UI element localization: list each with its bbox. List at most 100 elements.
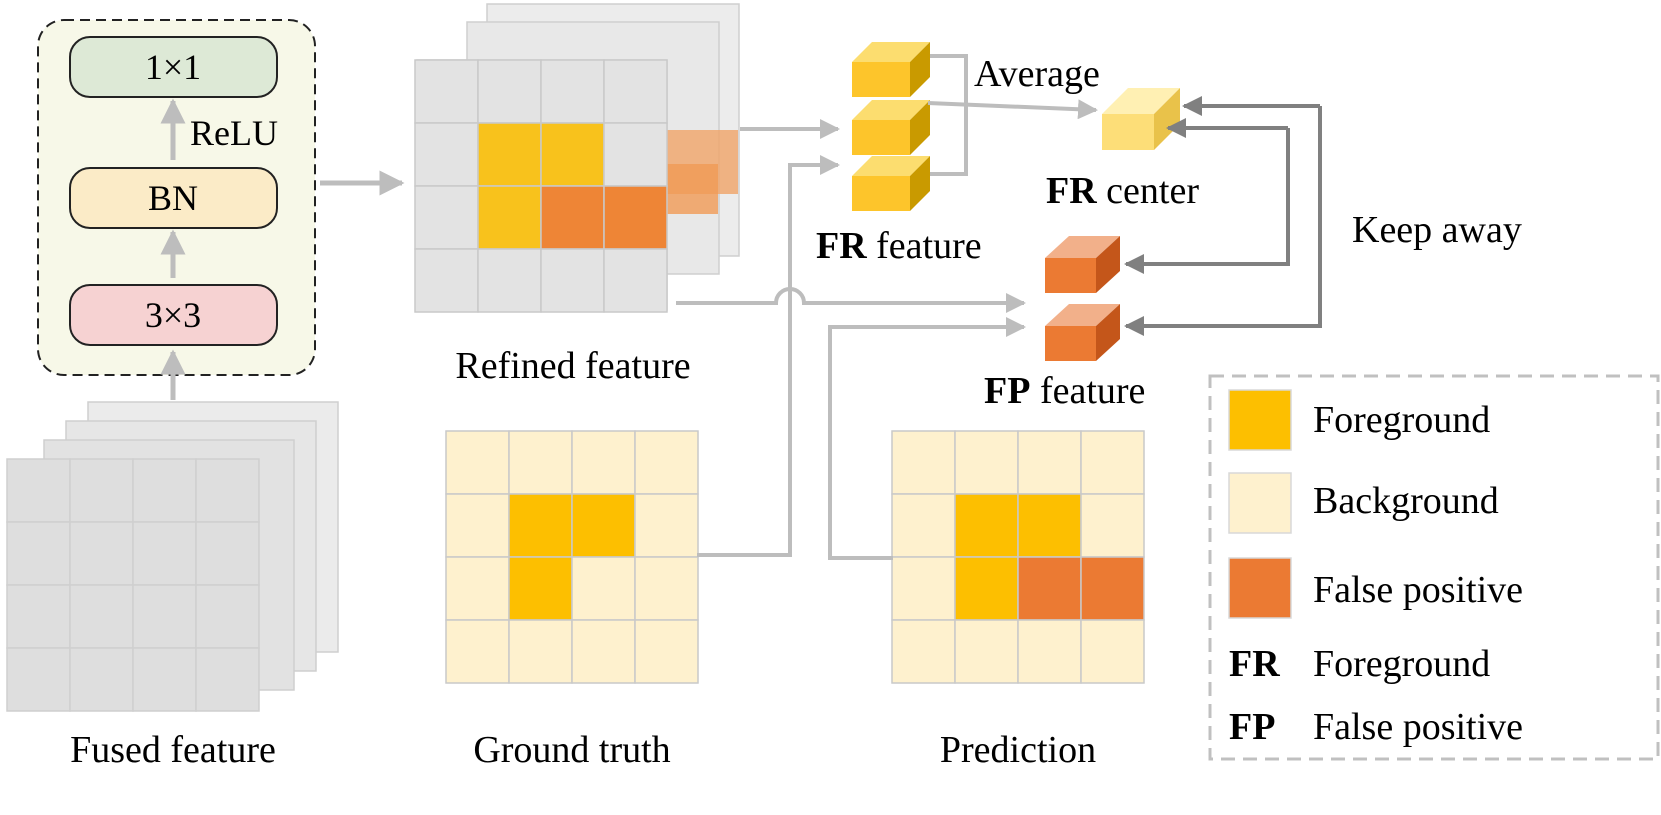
fr-center-abbr: FR: [1046, 170, 1097, 212]
arrow-groundtruth-to-fr: [697, 155, 840, 557]
grid-cell: [603, 185, 668, 250]
grid-cell: [891, 493, 956, 558]
ground-truth-caption: Ground truth: [473, 729, 670, 771]
grid-cell: [508, 430, 573, 495]
grid-cell: [1080, 430, 1145, 495]
keep-away-label: Keep away: [1352, 209, 1522, 251]
fp-cuboid: [1045, 236, 1120, 293]
grid-cell: [508, 619, 573, 684]
arrow-refined-to-fp: [676, 287, 1026, 313]
arrow-prediction-to-fp: [828, 317, 1026, 560]
grid-cell: [6, 647, 71, 712]
grid-cell: [603, 248, 668, 313]
bn-label: BN: [148, 178, 198, 218]
grid-cell: [634, 619, 699, 684]
grid-cell: [1080, 556, 1145, 621]
grid-cell: [445, 430, 510, 495]
grid-cell: [634, 493, 699, 558]
grid-cell: [132, 584, 197, 649]
fused-feature-caption: Fused feature: [70, 729, 276, 771]
grid-cell: [571, 430, 636, 495]
grid-cell: [954, 430, 1019, 495]
prediction-caption: Prediction: [940, 729, 1096, 771]
legend-abbr-fp-label: False positive: [1313, 706, 1523, 748]
grid-cell: [445, 493, 510, 558]
conv3x3-box: [69, 284, 278, 346]
grid-cell: [508, 556, 573, 621]
legend-abbr-fp: FP: [1229, 706, 1275, 748]
grid-cell: [634, 430, 699, 495]
grid-cell: [1017, 556, 1082, 621]
ground-truth-grid: [445, 430, 699, 684]
fused-front-grid: [6, 458, 260, 712]
grid-cell: [571, 556, 636, 621]
fr-feature-cuboids: [852, 42, 930, 211]
grid-cell: [132, 521, 197, 586]
conv3x3-label: 3×3: [145, 295, 201, 335]
fp-feature-text: feature: [1030, 370, 1145, 412]
grid-cell: [1017, 619, 1082, 684]
grid-cell: [195, 584, 260, 649]
grid-cell: [6, 584, 71, 649]
grid-cell: [954, 556, 1019, 621]
fr-center-text: center: [1097, 170, 1200, 212]
legend-abbr-fr: FR: [1229, 643, 1280, 685]
legend: Foreground Background False positive FR …: [1208, 374, 1660, 761]
grid-cell: [195, 521, 260, 586]
relu-label: ReLU: [190, 113, 278, 153]
fp-feature-label: FP feature: [984, 370, 1145, 412]
grid-cell: [414, 122, 479, 187]
grid-cell: [603, 122, 668, 187]
refined-feature-stack: [414, 3, 740, 313]
grid-cell: [540, 248, 605, 313]
grid-cell: [477, 122, 542, 187]
grid-cell: [414, 59, 479, 124]
grid-cell: [414, 248, 479, 313]
fr-feature-abbr: FR: [816, 225, 867, 267]
fr-cuboid: [852, 100, 930, 155]
grid-cell: [69, 647, 134, 712]
grid-cell: [1080, 493, 1145, 558]
grid-cell: [891, 556, 956, 621]
average-label: Average: [974, 53, 1100, 95]
grid-cell: [69, 458, 134, 523]
grid-cell: [508, 493, 573, 558]
grid-cell: [891, 430, 956, 495]
legend-swatch-background: [1228, 472, 1292, 534]
average-bracket: [930, 54, 968, 176]
legend-swatch-false-positive: [1228, 557, 1292, 619]
grid-cell: [6, 521, 71, 586]
grid-cell: [954, 493, 1019, 558]
arrow-average-to-center: [927, 99, 1098, 120]
fr-center-cuboid: [1102, 88, 1180, 150]
legend-swatch-foreground: [1228, 389, 1292, 451]
grid-cell: [6, 458, 71, 523]
bn-box: [69, 167, 278, 229]
grid-cell: [571, 619, 636, 684]
conv1x1-label: 1×1: [145, 47, 201, 87]
grid-cell: [954, 619, 1019, 684]
grid-cell: [69, 521, 134, 586]
legend-label-foreground: Foreground: [1313, 399, 1490, 441]
conv-block: 1×1 BN 3×3 ReLU: [37, 19, 316, 376]
grid-cell: [69, 584, 134, 649]
refined-feature-caption: Refined feature: [455, 345, 690, 387]
fr-center-label: FR center: [1046, 170, 1199, 212]
fr-cuboid: [852, 156, 930, 211]
grid-cell: [195, 458, 260, 523]
fp-cuboid: [1045, 304, 1120, 361]
grid-cell: [414, 185, 479, 250]
grid-cell: [445, 556, 510, 621]
grid-cell: [540, 185, 605, 250]
grid-cell: [1017, 430, 1082, 495]
fused-feature-stack: [6, 401, 339, 712]
fr-cuboid: [852, 42, 930, 97]
legend-label-background: Background: [1313, 480, 1499, 522]
grid-cell: [540, 59, 605, 124]
prediction-grid: [891, 430, 1145, 684]
grid-cell: [1017, 493, 1082, 558]
grid-cell: [477, 248, 542, 313]
keep-away-arrows: [1124, 96, 1322, 336]
grid-cell: [477, 185, 542, 250]
